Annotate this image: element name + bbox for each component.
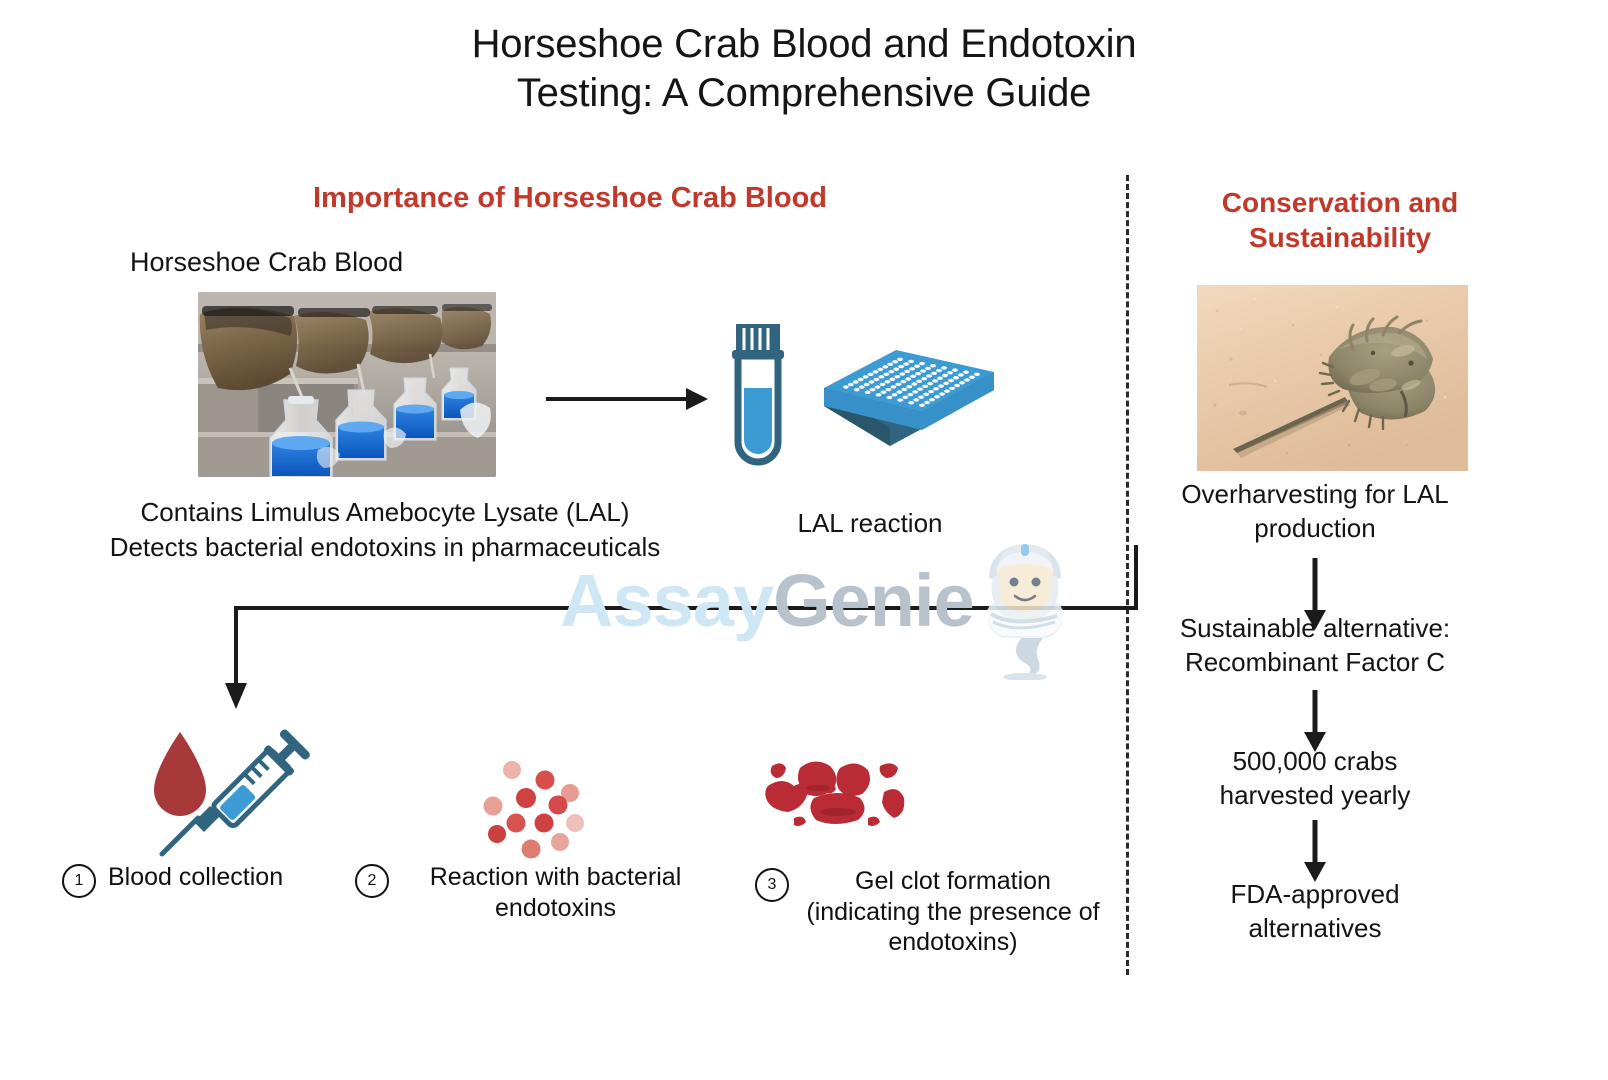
section-heading-importance: Importance of Horseshoe Crab Blood	[312, 182, 827, 214]
section-heading-conservation: Conservation and Sustainability	[1221, 187, 1459, 253]
conservation-arrow-1	[1304, 558, 1326, 630]
step-2-label: Reaction with bacterial endotoxins	[429, 863, 682, 922]
conservation-flow-item-3: 500,000 crabs harvested yearly	[1219, 746, 1411, 810]
crab-bleeding-photo-svg	[198, 292, 496, 477]
conservation-arrow-3	[1304, 820, 1326, 882]
page-title-line2: Testing: A Comprehensive Guide	[516, 70, 1092, 115]
crab-on-sand-photo-svg	[1197, 285, 1468, 471]
conservation-arrow-2	[1304, 690, 1326, 752]
step-2: 2 Reaction with bacterial endotoxins	[355, 862, 710, 923]
step-1-label: Blood collection	[108, 863, 284, 891]
step-2-number: 2	[355, 864, 389, 898]
column-divider	[1126, 175, 1129, 975]
microplate-96-well-icon	[824, 350, 994, 446]
conservation-flow-item-2: Sustainable alternative: Recombinant Fac…	[1179, 613, 1451, 677]
conservation-flow-item-4: FDA-approved alternatives	[1230, 879, 1400, 943]
lal-reaction-label: LAL reaction	[797, 508, 943, 538]
step-3-number: 3	[755, 868, 789, 902]
step-1-number: 1	[62, 864, 96, 898]
blood-drop-syringe-icon	[154, 729, 310, 857]
genie-mascot-icon	[987, 544, 1063, 680]
step-1: 1 Blood collection	[62, 862, 342, 898]
horseshoe-crab-blood-photo-label: Horseshoe Crab Blood	[130, 247, 404, 277]
test-tube-icon	[732, 324, 784, 466]
step-3: 3 Gel clot formation (indicating the pre…	[755, 866, 1105, 958]
conservation-flow-item-1: Overharvesting for LAL production	[1181, 479, 1449, 543]
page-title: Horseshoe Crab Blood and Endotoxin Testi…	[0, 20, 1608, 118]
gel-clot-icon	[765, 761, 905, 826]
lal-facts-text: Contains Limulus Amebocyte Lysate (LAL) …	[109, 497, 661, 563]
step-3-label: Gel clot formation (indicating the prese…	[806, 867, 1100, 956]
crab-on-sand-photo	[1197, 285, 1468, 471]
bacteria-dots-icon	[483, 761, 584, 859]
lal-elbow-connector	[225, 545, 1138, 709]
page-title-line1: Horseshoe Crab Blood and Endotoxin	[471, 22, 1137, 66]
flow-arrow-to-assay	[546, 388, 708, 410]
crab-bleeding-photo	[198, 292, 496, 477]
